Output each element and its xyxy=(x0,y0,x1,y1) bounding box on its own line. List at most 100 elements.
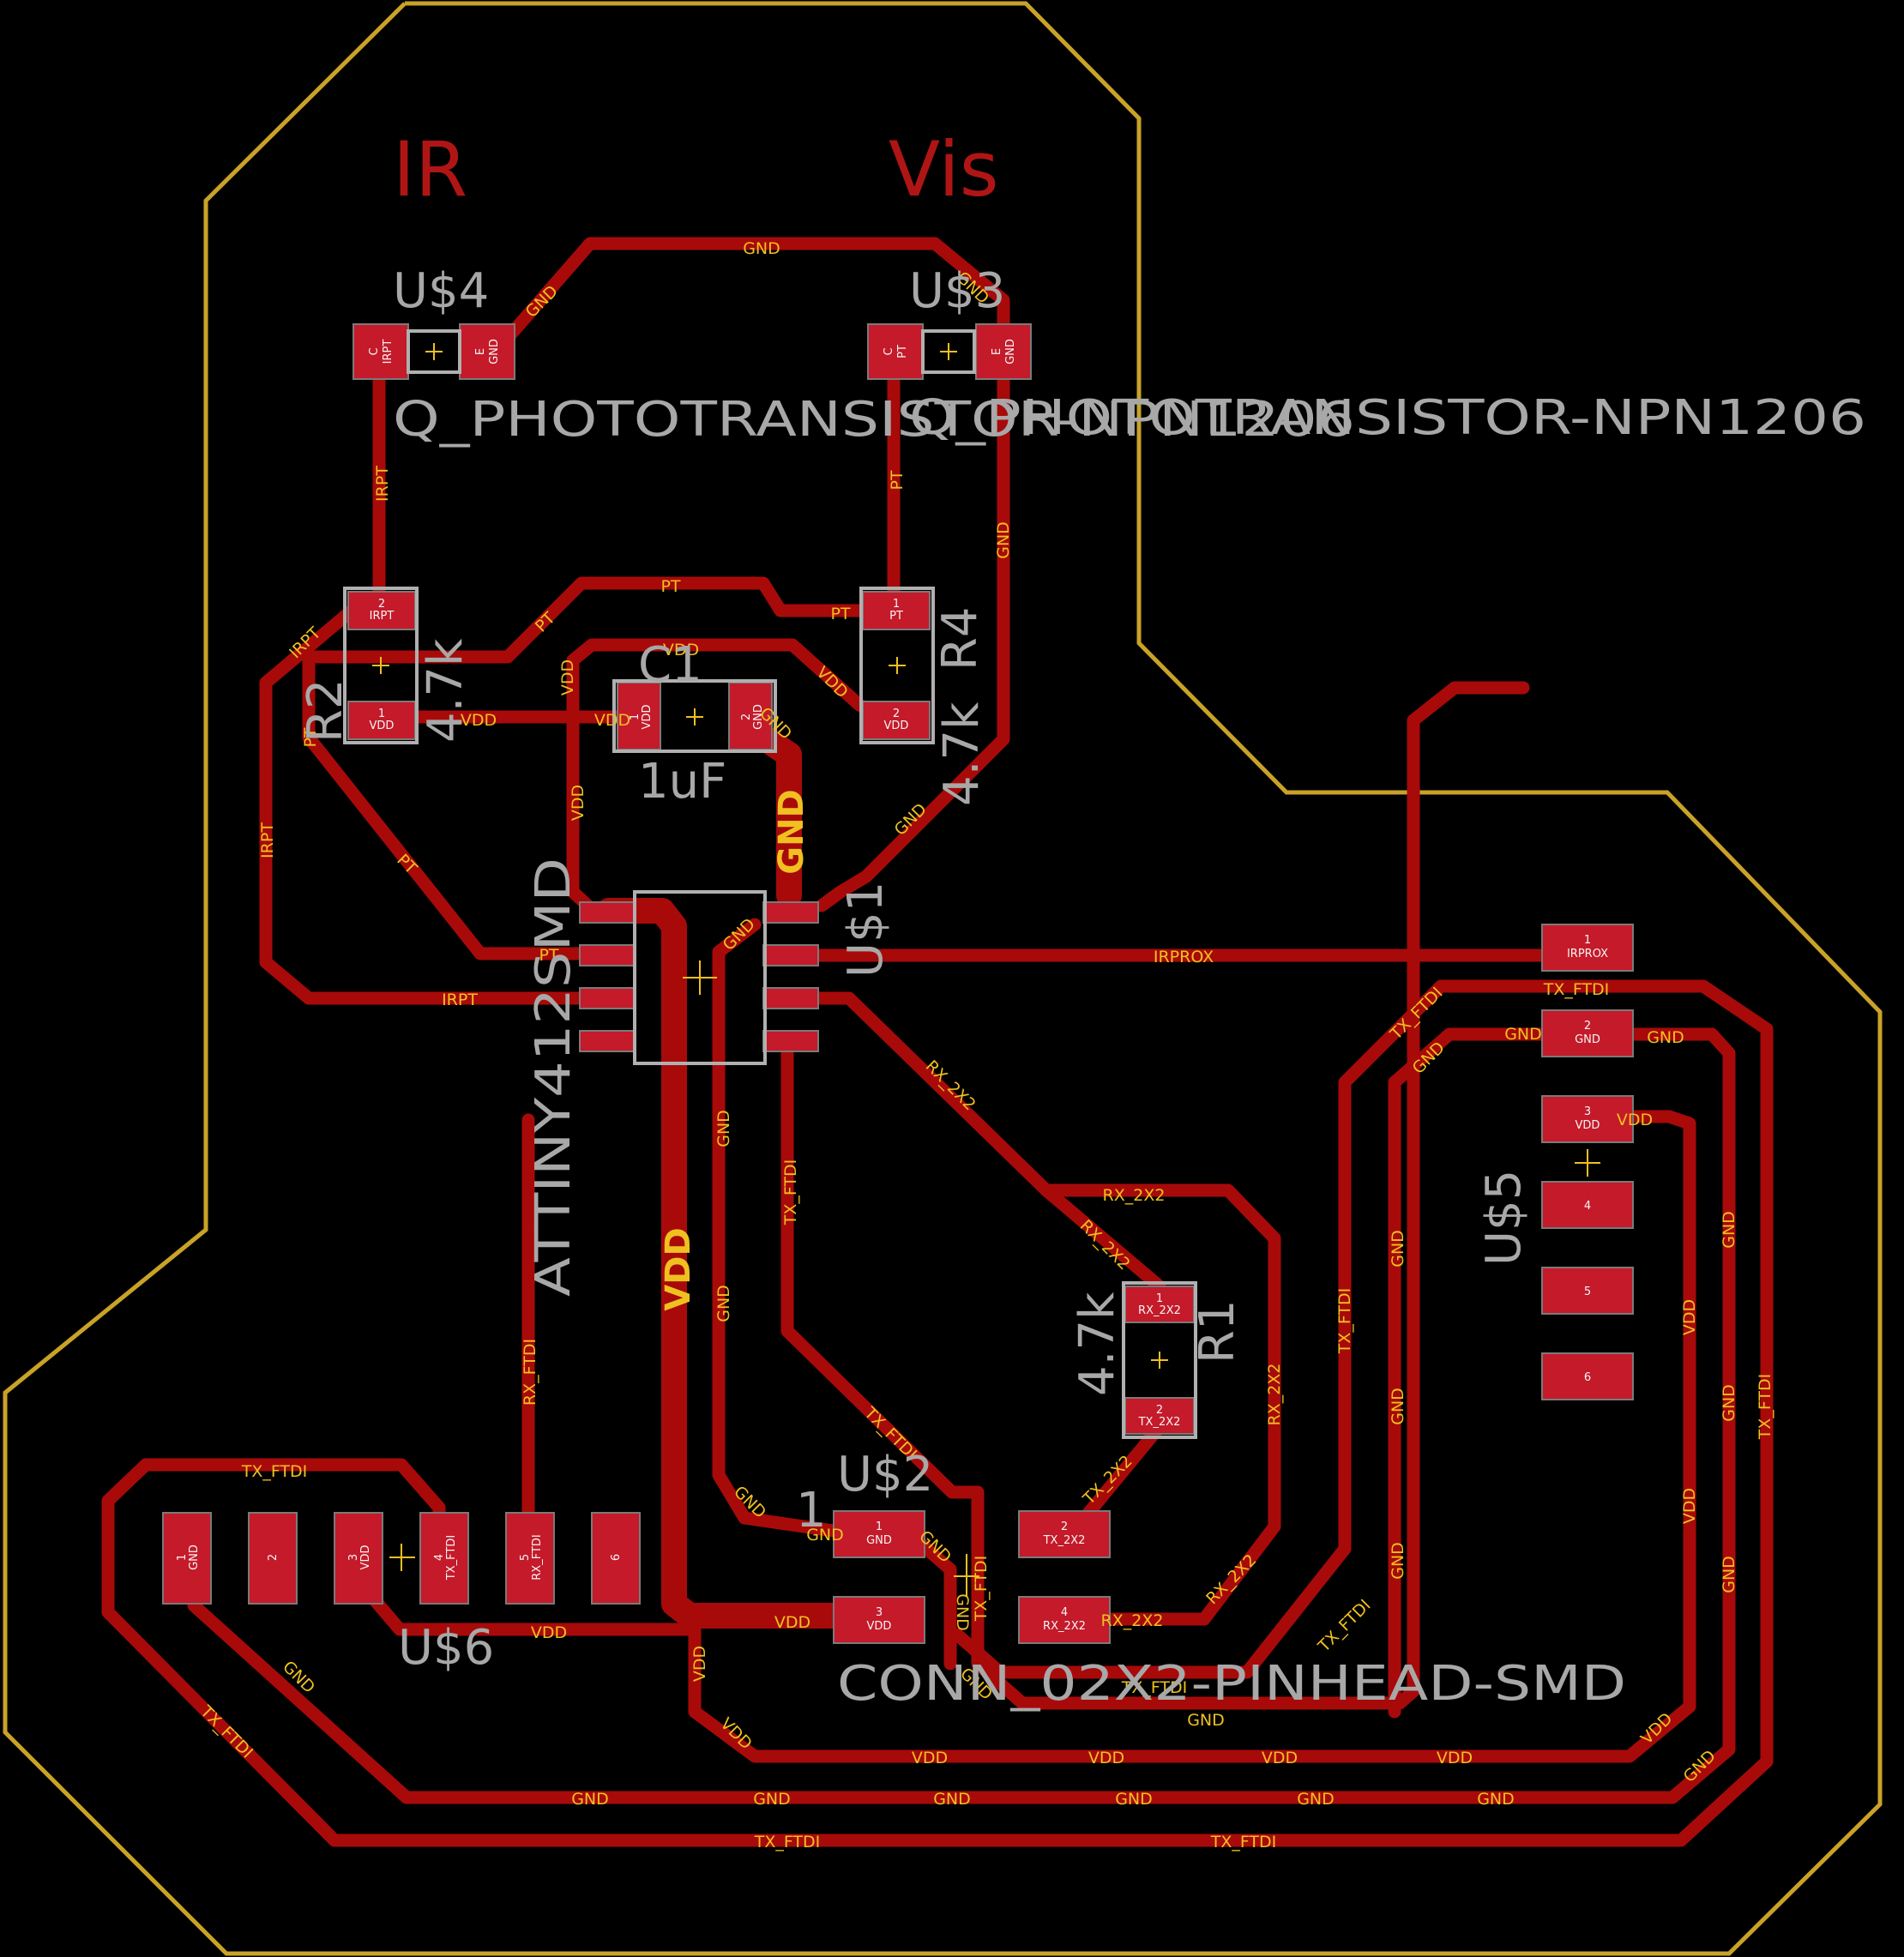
pad-text-u6-1-a: 1 xyxy=(176,1554,189,1561)
net-label-tx-ftdi: TX_FTDI xyxy=(1210,1833,1277,1852)
net-label-irpt: IRPT xyxy=(373,466,392,502)
net-label-vdd-big: VDD xyxy=(659,1227,698,1310)
pad-text-r2-1-b: VDD xyxy=(370,720,395,732)
trace-tx-ftdi-u1 xyxy=(780,681,1530,1710)
silk-r2 xyxy=(343,587,419,744)
trace-pt-upper xyxy=(302,576,889,960)
net-label-vdd: VDD xyxy=(1262,1749,1298,1767)
net-label-gnd: GND xyxy=(1720,1556,1738,1593)
part-name-r4: R4 xyxy=(932,606,988,671)
pad-u2-1 xyxy=(833,1510,925,1558)
pad-text-r1-2-b: TX_2X2 xyxy=(1138,1416,1181,1429)
part-name-r2: R2 xyxy=(298,678,353,743)
net-label-vdd: VDD xyxy=(663,641,699,659)
pad-text-u6-1-b: GND xyxy=(188,1545,201,1570)
pad-r2-1 xyxy=(347,701,416,740)
net-label-vdd: VDD xyxy=(1617,1111,1653,1129)
net-label-gnd: GND xyxy=(743,239,780,258)
pad-u5-1 xyxy=(1541,924,1634,972)
pad-text-u2-1-b: GND xyxy=(866,1534,892,1547)
net-label-gnd: GND xyxy=(753,1790,791,1809)
pad-u1-7 xyxy=(762,944,819,966)
part-labels: IR Vis U$4 Q_PHOTOTRANSISTOR-NPN1206 U$3… xyxy=(298,125,1866,1712)
pad-u2-4 xyxy=(1018,1596,1111,1644)
pad-text-u4-e-a: E xyxy=(474,348,487,355)
trace-irpt-loop xyxy=(259,604,590,1005)
pad-u4-c xyxy=(352,323,409,380)
net-label-vdd: VDD xyxy=(569,785,587,821)
pad-u1-5 xyxy=(762,1030,819,1052)
net-label-gnd: GND xyxy=(571,1790,609,1809)
pad-text-u2-1-a: 1 xyxy=(876,1520,883,1533)
pad-u5-6 xyxy=(1541,1352,1634,1400)
pad-text-u2-3-b: VDD xyxy=(867,1620,892,1633)
net-label-vdd: VDD xyxy=(1088,1749,1124,1767)
pad-r4-1 xyxy=(862,591,931,630)
trace-vdd-center xyxy=(596,898,871,1629)
net-label-vdd: VDD xyxy=(774,1613,810,1632)
pad-text-u6-3-a: 3 xyxy=(347,1554,360,1561)
pad-text-r4-2-b: VDD xyxy=(884,720,909,732)
pad-text-u3-e-a: E xyxy=(991,348,1003,355)
net-label-rx-ftdi: RX_FTDI xyxy=(521,1339,539,1406)
net-label-gnd: GND xyxy=(714,1285,733,1322)
net-label-gnd: GND xyxy=(1389,1230,1407,1268)
part-value-r2: 4.7k xyxy=(418,638,473,743)
part-name-c1: C1 xyxy=(638,637,702,693)
pad-text-u5-2-a: 2 xyxy=(1584,1020,1591,1033)
net-label-tx-ftdi: TX_FTDI xyxy=(781,1159,800,1226)
net-label-gnd: GND xyxy=(1115,1790,1153,1809)
pad-text-u2-2-a: 2 xyxy=(1061,1520,1068,1533)
part-name-u6: U$6 xyxy=(398,1620,494,1676)
pad-text-c1-1-b: VDD xyxy=(641,705,654,730)
trace-gnd-u6 xyxy=(187,1027,1736,1804)
pad-text-r1-1-a: 1 xyxy=(1156,1292,1163,1305)
pad-text-u6-3-b: VDD xyxy=(359,1545,372,1570)
pad-text-u6-4-a: 4 xyxy=(433,1554,446,1561)
net-label-gnd: GND xyxy=(1297,1790,1335,1809)
pad-text-c1-1-a: 1 xyxy=(629,714,642,720)
part-name-u3: U$3 xyxy=(909,263,1005,319)
net-label-pt: PT xyxy=(539,946,558,965)
net-label-rx-2x2: RX_2X2 xyxy=(1101,1611,1164,1630)
part-value-u3: Q_PHOTOTRANSISTOR-NPN1206 xyxy=(909,390,1866,446)
part-value-r1: 4.7k xyxy=(1069,1292,1125,1396)
pad-text-u2-3-a: 3 xyxy=(876,1606,883,1619)
silk-u3 xyxy=(921,329,976,374)
pad-u5-5 xyxy=(1541,1267,1634,1315)
net-label-gnd: GND xyxy=(1647,1028,1684,1047)
pad-u1-4 xyxy=(579,1030,636,1052)
net-label-vdd: VDD xyxy=(912,1749,948,1767)
pad-r4-2 xyxy=(862,701,931,740)
pad-text-u2-4-a: 4 xyxy=(1061,1606,1068,1619)
net-label-gnd: GND xyxy=(714,1110,733,1147)
trace-rx-2x2 xyxy=(808,991,1281,1626)
pad-u4-e xyxy=(459,323,515,380)
pad-text-u5-5: 5 xyxy=(1584,1286,1591,1298)
net-label-vdd: VDD xyxy=(558,659,577,695)
net-label-tx-ftdi: TX_FTDI xyxy=(1121,1678,1188,1697)
pad-u1-6 xyxy=(762,987,819,1009)
part-value-c1: 1uF xyxy=(638,754,726,810)
trace-gnd-center xyxy=(712,918,858,1540)
net-label-gnd-big: GND xyxy=(772,789,811,875)
pad-text-u6-6: 6 xyxy=(610,1554,623,1561)
net-label-gnd: GND xyxy=(1720,1211,1738,1249)
pad-u1-8 xyxy=(762,901,819,924)
pad-u6-4 xyxy=(419,1512,469,1605)
silk-r4 xyxy=(859,587,935,744)
pad-text-u5-1-a: 1 xyxy=(1584,934,1591,947)
pad-text-c1-2-a: 2 xyxy=(740,714,753,720)
net-label-irprox: IRPROX xyxy=(1154,948,1214,966)
pad-text-u2-4-b: RX_2X2 xyxy=(1043,1620,1086,1633)
pad-u5-4 xyxy=(1541,1181,1634,1229)
part-name-u4: U$4 xyxy=(393,263,489,319)
pad-text-r4-1-a: 1 xyxy=(893,598,900,611)
pad-text-u6-4-b: TX_FTDI xyxy=(445,1535,458,1581)
pad-text-u6-5-b: RX_FTDI xyxy=(531,1534,544,1580)
pads xyxy=(162,323,1634,1644)
pad-u2-2 xyxy=(1018,1510,1111,1558)
pad-u2-3 xyxy=(833,1596,925,1644)
board-outline xyxy=(3,1,1883,1956)
